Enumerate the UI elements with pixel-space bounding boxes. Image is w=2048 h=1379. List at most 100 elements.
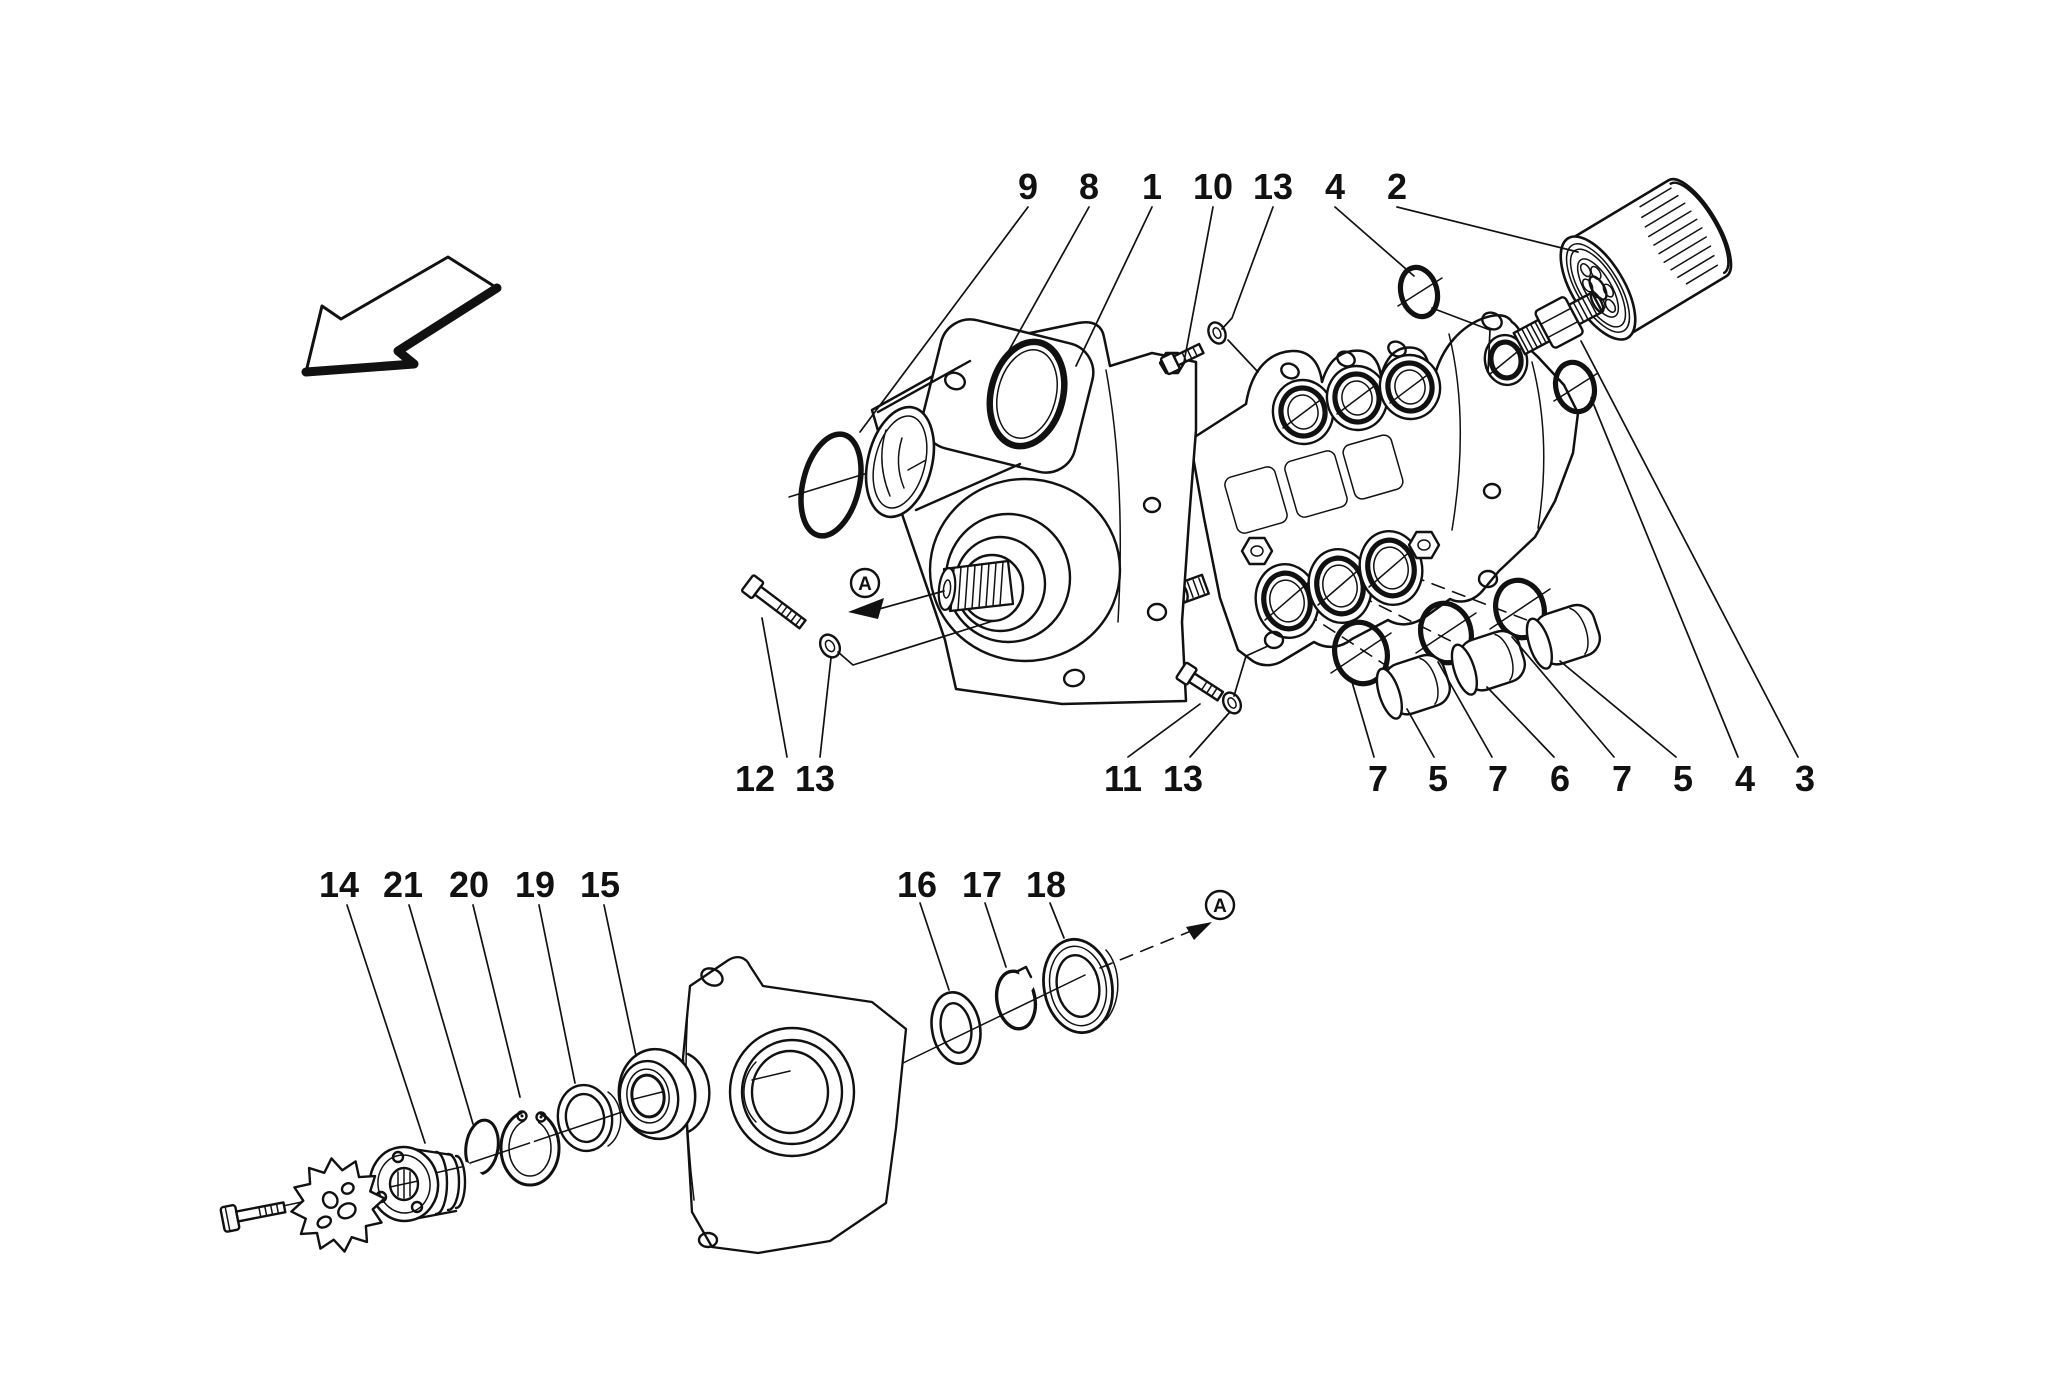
crankcase-cover — [681, 955, 908, 1255]
view-marker-letter: A — [858, 574, 872, 595]
callout-label-13: 13 — [1253, 166, 1293, 207]
callout-leaders — [346, 206, 1799, 1144]
o-ring-9 — [798, 431, 864, 539]
flange-hole — [1263, 630, 1285, 650]
callout-leader-11 — [1127, 703, 1201, 758]
circlip-17 — [994, 965, 1042, 1031]
bolt-11 — [1175, 661, 1225, 702]
callout-label-9: 9 — [1018, 166, 1038, 207]
threaded-union — [1512, 291, 1605, 356]
manifold-rib — [1448, 333, 1462, 531]
callout-leader-5 — [1559, 660, 1677, 758]
direction-arrow-shadow — [301, 283, 502, 377]
callout-label-7: 7 — [1488, 758, 1508, 799]
callout-label-4: 4 — [1735, 758, 1755, 799]
oil-filter — [1559, 177, 1733, 341]
callout-label-14: 14 — [319, 864, 359, 905]
manifold-bottom-bores — [1254, 530, 1499, 650]
callout-leader-4 — [1334, 206, 1415, 277]
callout-leader-14 — [346, 904, 426, 1144]
sprocket-bolt — [219, 1201, 287, 1233]
callout-label-4: 4 — [1325, 166, 1345, 207]
callout-label-15: 15 — [580, 864, 620, 905]
o-ring-4-projection — [1431, 307, 1491, 373]
cup-plug-5b — [1525, 603, 1601, 670]
callout-label-12: 12 — [735, 758, 775, 799]
callout-label-17: 17 — [962, 864, 1002, 905]
flange-hole — [1280, 362, 1300, 380]
filter-mount-bore — [1481, 311, 1529, 500]
callout-label-6: 6 — [1550, 758, 1570, 799]
callout-label-5: 5 — [1673, 758, 1693, 799]
sprocket — [290, 1157, 386, 1253]
view-marker-circle — [849, 567, 881, 599]
callout-label-13: 13 — [795, 758, 835, 799]
snout-rim — [872, 415, 928, 509]
foot-hole — [1062, 668, 1086, 688]
flange-hole — [1387, 340, 1407, 358]
bolt-10 — [1159, 342, 1205, 376]
callout-label-18: 18 — [1026, 864, 1066, 905]
bolt-12 — [741, 574, 807, 630]
seal-ring-8 — [986, 338, 1068, 450]
callout-leader-13 — [1221, 206, 1274, 330]
flange-hole — [1336, 350, 1356, 368]
flange-hole — [1482, 482, 1502, 500]
callout-leader-13 — [819, 657, 832, 758]
callout-label-7: 7 — [1612, 758, 1632, 799]
callout-label-21: 21 — [383, 864, 423, 905]
oil-pump-manifold — [1174, 311, 1580, 686]
callout-label-1: 1 — [1142, 166, 1162, 207]
callout-leader-16 — [919, 902, 950, 991]
callout-label-16: 16 — [897, 864, 937, 905]
view-marker-letter: A — [1213, 896, 1227, 917]
callout-leader-3 — [1580, 340, 1799, 758]
filter-thread-hole — [1588, 275, 1608, 301]
snout-top-edge — [876, 359, 972, 414]
flange-hole — [1481, 311, 1503, 331]
cover-plate — [681, 955, 908, 1255]
hex-plug — [1240, 536, 1274, 566]
callout-label-11: 11 — [1104, 758, 1142, 799]
callout-leader-8 — [1007, 206, 1090, 353]
shaft-tip — [937, 566, 957, 612]
callout-label-3: 3 — [1795, 758, 1815, 799]
lug-hole — [1142, 496, 1162, 514]
callout-leader-21 — [408, 904, 474, 1125]
o-ring-4-bottom — [1552, 359, 1599, 415]
flange-hole — [944, 371, 966, 391]
callout-label-13: 13 — [1163, 758, 1203, 799]
snap-ring-21 — [462, 1118, 500, 1182]
o-ring-7 — [1332, 619, 1390, 687]
callout-leader-10 — [1183, 206, 1214, 363]
washer-13b — [818, 620, 994, 666]
cover-boss — [728, 1026, 856, 1158]
manifold-rib — [1531, 361, 1545, 529]
circlip-20 — [499, 1104, 561, 1187]
filter-end-cap — [1669, 181, 1730, 275]
snout-opening — [864, 405, 936, 519]
impeller-hint — [907, 459, 927, 471]
flange-hole — [1477, 569, 1499, 589]
callout-label-19: 19 — [515, 864, 555, 905]
callout-leader-19 — [538, 904, 576, 1084]
callout-leader-12 — [761, 617, 788, 758]
cup-plug-5 — [1375, 653, 1451, 720]
ring-19 — [556, 1083, 622, 1153]
washer-16 — [930, 991, 982, 1065]
callout-label-7: 7 — [1368, 758, 1388, 799]
pocket — [1224, 466, 1288, 534]
cover-tab-hole — [700, 967, 724, 987]
o-ring-4-top — [1397, 264, 1491, 373]
snout-reflection — [897, 437, 905, 489]
callout-leader-17 — [984, 902, 1007, 968]
pocket — [1284, 450, 1348, 518]
washer-13d — [1221, 645, 1269, 715]
foot-hole — [1146, 602, 1168, 622]
callout-leader-5 — [1406, 708, 1435, 758]
view-marker-circle — [1204, 889, 1236, 921]
washer-13a — [1207, 321, 1259, 373]
bolt-projection — [837, 620, 994, 666]
cup-plugs — [1375, 603, 1601, 720]
